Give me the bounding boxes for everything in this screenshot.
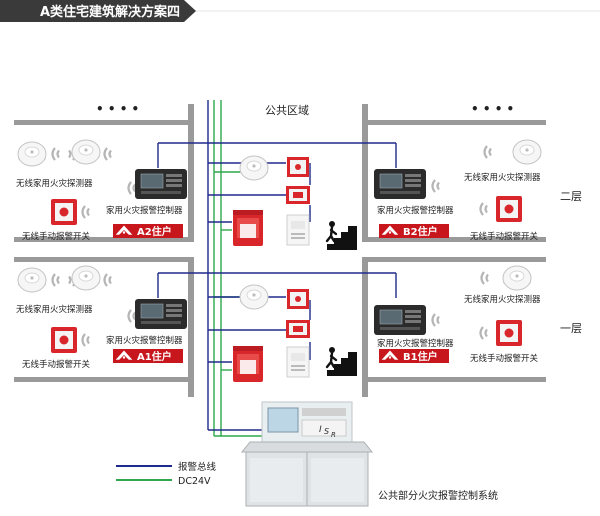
manual-alarm-switch-icon bbox=[51, 199, 77, 225]
wireless-signal-icon bbox=[127, 180, 137, 196]
floor-label-upper: 二层 bbox=[560, 190, 582, 203]
home-controller-label: 家用火灾报警控制器 bbox=[377, 338, 454, 349]
wireless-signal-icon bbox=[81, 332, 91, 348]
public-smoke-detector-icon bbox=[239, 155, 269, 181]
wireless-signal-icon bbox=[103, 272, 113, 288]
wireless-signal-icon bbox=[480, 270, 490, 286]
public-smoke-detector-icon bbox=[239, 284, 269, 310]
wireless-signal-icon bbox=[431, 312, 441, 328]
wireless-detector-label: 无线家用火灾探测器 bbox=[16, 178, 93, 189]
io-module-icon bbox=[286, 214, 310, 246]
wireless-signal-icon bbox=[431, 178, 441, 194]
wireless-signal-icon bbox=[81, 204, 91, 220]
legend-alarm-bus: 报警总线 bbox=[178, 461, 217, 473]
wireless-signal-icon bbox=[479, 325, 489, 341]
svg-text:S: S bbox=[324, 427, 329, 436]
evacuation-stairs-icon bbox=[325, 219, 359, 252]
unit-a2: 无线家用火灾探测器 家用火灾报警控制器 无线手动报警开关 A2住户 bbox=[16, 139, 188, 242]
sound-light-alarm-icon bbox=[233, 210, 263, 246]
wireless-signal-icon bbox=[103, 146, 113, 162]
unit-label: B2住户 bbox=[403, 225, 438, 238]
wireless-detector-label: 无线家用火灾探测器 bbox=[16, 304, 93, 315]
home-controller-label: 家用火灾报警控制器 bbox=[106, 205, 183, 216]
home-controller-label: 家用火灾报警控制器 bbox=[377, 205, 454, 216]
home-controller-icon bbox=[373, 168, 427, 200]
home-controller-icon bbox=[134, 168, 188, 200]
unit-a1: 无线家用火灾探测器 家用火灾报警控制器 无线手动报警开关 A1住户 bbox=[16, 265, 188, 370]
manual-switch-label: 无线手动报警开关 bbox=[22, 231, 91, 242]
ellipsis-left: • • • • bbox=[96, 102, 139, 116]
smoke-detector-icon bbox=[71, 139, 101, 165]
evacuation-stairs-icon bbox=[325, 345, 359, 378]
hydrant-button-icon bbox=[286, 320, 310, 338]
ellipsis-right: • • • • bbox=[471, 102, 514, 116]
smoke-detector-icon bbox=[502, 265, 532, 291]
header: A类住宅建筑解决方案四 bbox=[0, 0, 600, 22]
smoke-detector-icon bbox=[17, 141, 47, 167]
unit-b2: 无线家用火灾探测器 家用火灾报警控制器 无线手动报警开关 B2住户 bbox=[373, 139, 542, 242]
home-controller-label: 家用火灾报警控制器 bbox=[106, 335, 183, 346]
walls bbox=[14, 104, 546, 397]
unit-label: A2住户 bbox=[137, 225, 172, 238]
manual-alarm-switch-icon bbox=[496, 196, 522, 222]
wireless-detector-label: 无线家用火灾探测器 bbox=[464, 172, 541, 183]
public-devices-lower bbox=[233, 284, 359, 382]
manual-switch-label: 无线手动报警开关 bbox=[470, 353, 539, 364]
svg-text:I: I bbox=[319, 425, 322, 435]
wireless-signal-icon bbox=[483, 144, 493, 160]
dc24v-lines bbox=[213, 100, 262, 437]
home-controller-icon bbox=[134, 298, 188, 330]
unit-b1: 无线家用火灾探测器 家用火灾报警控制器 无线手动报警开关 B1住户 bbox=[373, 265, 541, 364]
manual-switch-label: 无线手动报警开关 bbox=[470, 231, 539, 242]
sound-light-alarm-icon bbox=[233, 346, 263, 382]
manual-switch-label: 无线手动报警开关 bbox=[22, 359, 91, 370]
io-module-icon bbox=[286, 346, 310, 378]
manual-alarm-switch-icon bbox=[496, 320, 522, 346]
manual-call-point-icon bbox=[287, 157, 309, 177]
smoke-detector-icon bbox=[17, 267, 47, 293]
legend: 报警总线 DC24V bbox=[116, 461, 217, 487]
hydrant-button-icon bbox=[286, 186, 310, 204]
home-controller-icon bbox=[373, 304, 427, 336]
unit-label: A1住户 bbox=[137, 350, 172, 363]
unit-label: B1住户 bbox=[403, 350, 438, 363]
public-devices-upper bbox=[233, 155, 359, 252]
control-console: I S R bbox=[240, 401, 374, 507]
legend-dc24v: DC24V bbox=[178, 476, 211, 487]
public-area-label: 公共区域 bbox=[265, 104, 309, 117]
smoke-detector-icon bbox=[71, 265, 101, 291]
svg-text:R: R bbox=[331, 431, 336, 439]
page-title: A类住宅建筑解决方案四 bbox=[40, 4, 180, 20]
manual-alarm-switch-icon bbox=[51, 327, 77, 353]
wireless-signal-icon bbox=[479, 201, 489, 217]
smoke-detector-icon bbox=[512, 139, 542, 165]
manual-call-point-icon bbox=[287, 289, 309, 309]
wireless-signal-icon bbox=[127, 308, 137, 324]
floor-label-lower: 一层 bbox=[560, 322, 582, 335]
system-label: 公共部分火灾报警控制系统 bbox=[378, 489, 498, 502]
wireless-detector-label: 无线家用火灾探测器 bbox=[464, 294, 541, 305]
